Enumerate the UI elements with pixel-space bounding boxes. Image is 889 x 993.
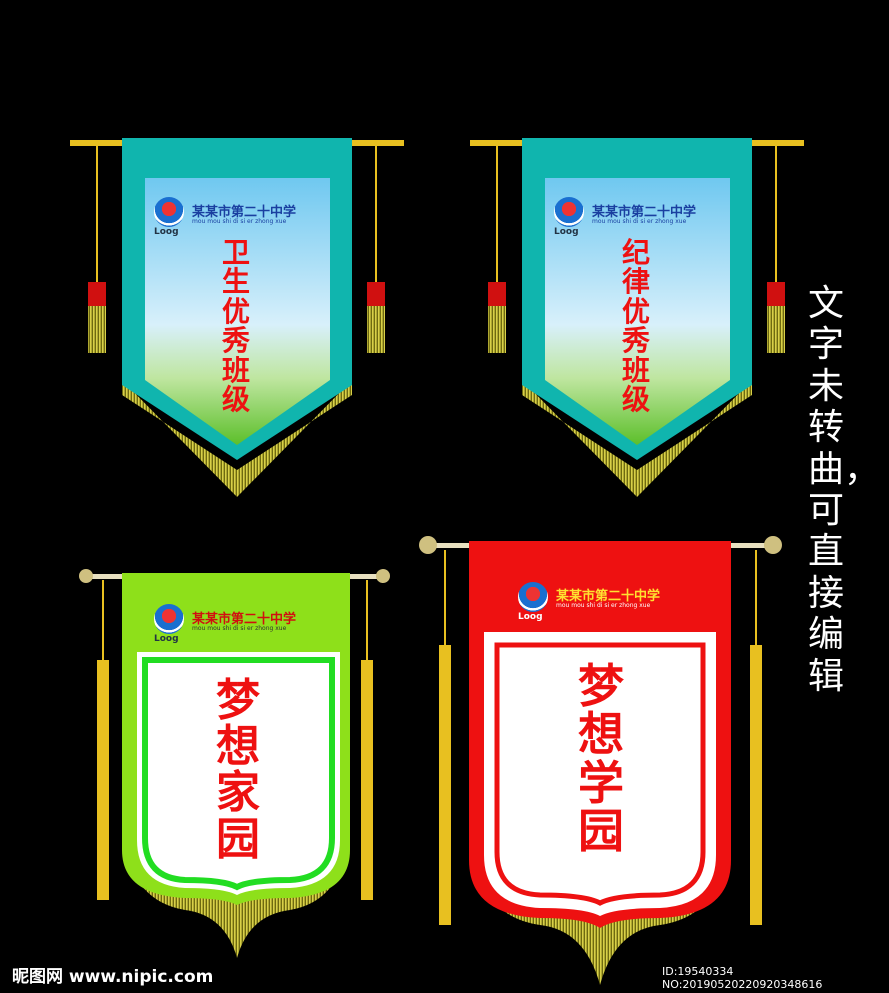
school-name: 某某市第二十中学 xyxy=(556,589,661,604)
school-logo-icon xyxy=(554,197,584,227)
pennant-4 xyxy=(419,536,782,985)
school-pinyin: mou mou shi di si er zhong xue xyxy=(556,602,651,609)
school-logo-icon xyxy=(154,197,184,227)
school-logo-icon xyxy=(154,604,184,634)
logo-text: Loog xyxy=(154,634,179,644)
logo-text: Loog xyxy=(154,227,179,237)
school-header-4: Loog xyxy=(518,582,548,622)
pennant-title-2: 纪律优秀班级 xyxy=(622,236,651,416)
logo-text: Loog xyxy=(518,612,543,622)
side-note: 文字未转曲，可直接编辑 xyxy=(808,283,881,697)
pennant-3 xyxy=(79,569,390,958)
school-name: 某某市第二十中学 xyxy=(192,205,297,220)
watermark-id: ID:19540334 NO:20190520220920348616 xyxy=(662,965,823,991)
pennant-title-4: 梦想学园 xyxy=(578,659,624,858)
school-name: 某某市第二十中学 xyxy=(592,205,697,220)
school-header-3: Loog xyxy=(154,604,184,644)
watermark-site: 昵图网 www.nipic.com xyxy=(12,967,214,987)
school-pinyin: mou mou shi di si er zhong xue xyxy=(592,218,687,225)
pennant-title-1: 卫生优秀班级 xyxy=(222,236,251,416)
school-pinyin: mou mou shi di si er zhong xue xyxy=(192,218,287,225)
school-header-2: Loog xyxy=(554,197,584,237)
school-header-1: Loog xyxy=(154,197,184,237)
school-pinyin: mou mou shi di si er zhong xue xyxy=(192,625,287,632)
logo-text: Loog xyxy=(554,227,579,237)
school-logo-icon xyxy=(518,582,548,612)
pennant-title-3: 梦想家园 xyxy=(216,675,260,865)
school-name: 某某市第二十中学 xyxy=(192,612,297,627)
